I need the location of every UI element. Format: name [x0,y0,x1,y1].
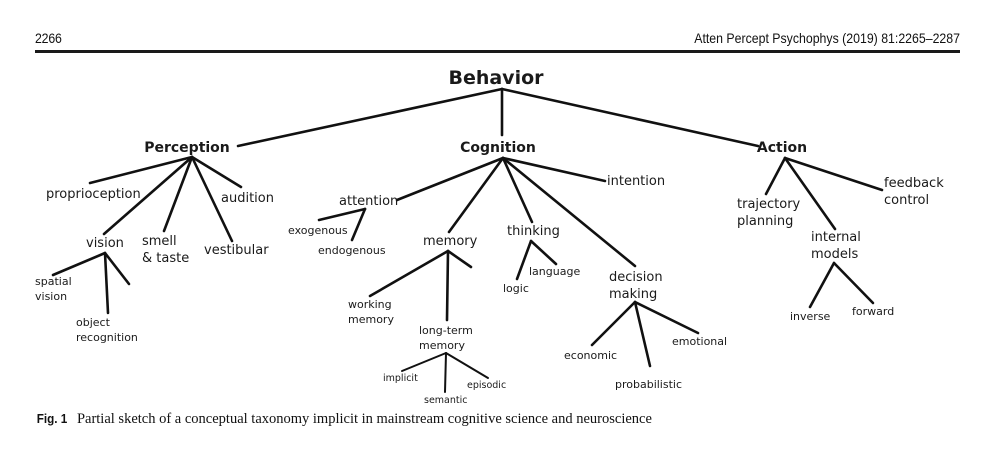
edge-perception-proprioception [88,155,194,185]
edge-ltm-episodic [445,352,489,379]
node-object-recognition-line1: object [76,316,111,329]
edge-attention-endogenous [350,207,367,242]
node-perception: Perception [144,140,230,156]
edge-vision-object [103,251,110,315]
edge-ltm-implicit [401,352,447,372]
edge-perception-smell [162,155,194,233]
edge-cognition-memory [447,156,505,234]
edge-cognition-thinking [501,156,534,224]
node-internal-models-line1: internal [811,230,861,245]
node-implicit: implicit [383,373,418,384]
edge-ltm-semantic [444,352,447,393]
node-probabilistic: probabilistic [615,378,682,391]
node-decision-making-line1: decision [609,270,663,285]
edge-internal-forward [832,261,875,305]
node-proprioception: proprioception [46,187,141,202]
edge-decision-economic [590,300,637,347]
edge-attention-exogenous [317,207,367,222]
node-long-term-memory-line2: memory [419,339,465,352]
node-episodic: episodic [467,380,506,391]
edge-internal-inverse [808,261,836,309]
node-action: Action [757,140,807,156]
edges [51,87,884,393]
node-thinking: thinking [507,224,560,239]
edge-cognition-decision [501,156,637,268]
edge-cognition-attention [395,156,505,202]
node-spatial-vision-line1: spatial [35,275,72,288]
node-behavior: Behavior [448,67,544,89]
edge-decision-emotional [633,300,700,335]
node-vestibular: vestibular [204,243,269,258]
node-decision-making-line2: making [609,287,657,302]
node-trajectory-planning-line2: planning [737,214,793,229]
edge-thinking-language [529,239,558,266]
node-economic: economic [564,349,617,362]
edge-vision-other [103,251,131,286]
node-inverse: inverse [790,310,831,323]
node-cognition: Cognition [460,140,536,156]
node-logic: logic [503,282,529,295]
edge-cognition-intention [501,156,607,183]
node-semantic: semantic [424,395,467,406]
node-long-term-memory-line1: long-term [419,324,473,337]
node-emotional: emotional [672,335,727,348]
node-attention: attention [339,194,398,209]
node-feedback-control-line2: control [884,193,929,208]
node-endogenous: endogenous [318,244,386,257]
edge-action-internal [783,156,837,231]
page-number: 2266 [35,30,62,46]
edge-behavior-perception [236,87,504,148]
figure-caption: Fig. 1 Partial sketch of a conceptual tax… [35,411,652,428]
edge-perception-vestibular [190,155,234,243]
figure-label: Fig. 1 [36,411,68,426]
node-exogenous: exogenous [288,224,348,237]
edge-memory-longterm [445,249,450,322]
edge-behavior-action [500,87,760,148]
node-forward: forward [852,305,894,318]
edge-thinking-logic [515,239,533,281]
figure-caption-text: Partial sketch of a conceptual taxonomy … [76,411,652,427]
node-working-memory-line2: memory [348,313,394,326]
node-smell-taste-line1: smell [142,234,177,249]
node-intention: intention [607,174,665,189]
header-rule [35,50,960,53]
node-feedback-control-line1: feedback [884,176,944,191]
node-internal-models-line2: models [811,247,858,262]
node-audition: audition [221,191,274,206]
node-object-recognition-line2: recognition [76,331,138,344]
page-header: 2266 Atten Percept Psychophys (2019) 81:… [0,0,1000,53]
node-language: language [529,265,580,278]
edge-perception-audition [190,155,243,189]
node-trajectory-planning-line1: trajectory [737,197,801,212]
node-vision: vision [86,236,124,251]
edge-perception-vision [102,155,194,236]
edge-memory-other [446,249,473,269]
edge-vision-spatial [51,251,107,277]
edge-action-feedback [783,156,884,192]
node-working-memory-line1: working [348,298,392,311]
journal-reference: Atten Percept Psychophys (2019) 81:2265–… [694,30,960,46]
edge-decision-probabilistic [633,300,652,368]
edge-memory-working [368,249,450,298]
edge-action-trajectory [764,156,787,196]
node-memory: memory [423,234,478,249]
node-spatial-vision-line2: vision [35,290,67,303]
node-smell-taste-line2: & taste [142,251,189,266]
